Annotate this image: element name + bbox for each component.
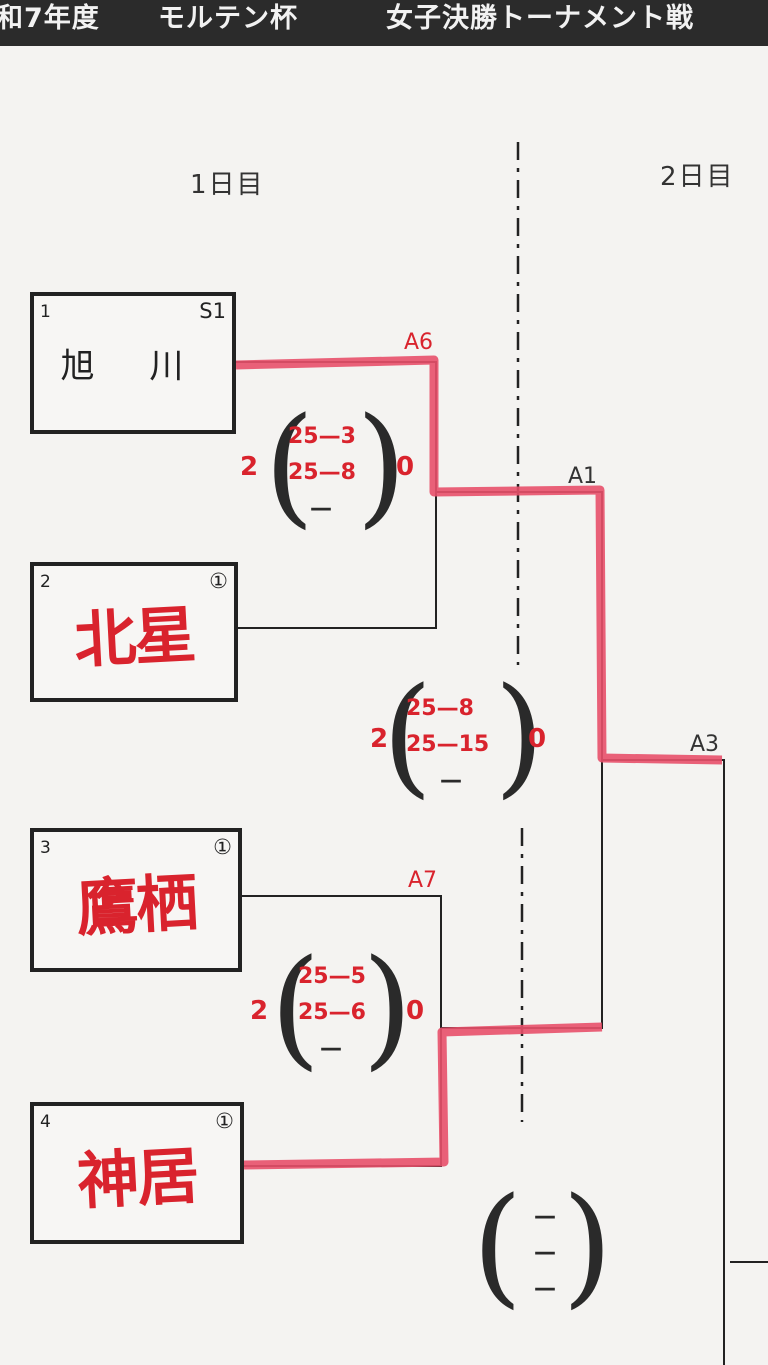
sets-won: 2: [240, 452, 259, 482]
set-score-1: 25—3: [288, 424, 356, 449]
sets-lost: 0: [396, 452, 415, 482]
set-score-2: —: [534, 1240, 556, 1265]
set-score-1: 25—5: [298, 964, 366, 989]
title-bar: 和7年度 モルテン杯 女子決勝トーナメント戦: [0, 0, 768, 46]
team-seed: ①: [215, 1109, 234, 1133]
title-event: 女子決勝トーナメント戦: [386, 3, 694, 34]
bracket-close: ): [356, 389, 407, 541]
match-label-a7: A7: [408, 868, 438, 893]
team-seed: ①: [209, 569, 228, 593]
team-name: 北星: [72, 597, 197, 678]
match-label-a1: A1: [568, 464, 598, 489]
set-score-2: 25—6: [298, 1000, 366, 1025]
set-score-3: —: [310, 496, 332, 521]
match-label-a6: A6: [404, 330, 434, 355]
set-score-3: —: [534, 1276, 556, 1301]
sets-lost: 0: [406, 996, 425, 1026]
score-next: ( ) — — —: [470, 1180, 620, 1316]
title-cup: モルテン杯: [158, 3, 298, 34]
sets-won: 2: [250, 996, 269, 1026]
bracket-open: (: [472, 1169, 523, 1321]
team-number: 1: [40, 302, 51, 322]
team-name: 旭 川: [60, 346, 206, 387]
set-score-1: —: [534, 1204, 556, 1229]
set-score-2: 25—8: [288, 460, 356, 485]
team-box-4: 4 ① 神居: [30, 1102, 244, 1244]
score-a7: ( ) 2 25—5 25—6 — 0: [246, 942, 426, 1080]
day1-label: 1日目: [190, 170, 265, 200]
day2-label: 2日目: [660, 162, 735, 192]
score-a6: ( ) 2 25—3 25—8 — 0: [238, 400, 418, 540]
team-seed: ①: [213, 835, 232, 859]
set-score-1: 25—8: [406, 696, 474, 721]
bracket-open: (: [382, 659, 433, 811]
bracket-close: ): [494, 659, 545, 811]
set-score-2: 25—15: [406, 732, 490, 757]
match-label-a3: A3: [690, 732, 720, 757]
bracket-close: ): [562, 1169, 613, 1321]
team-number: 2: [40, 572, 51, 592]
sets-lost: 0: [528, 724, 547, 754]
bracket-close: ): [362, 931, 413, 1083]
team-seed: S1: [199, 299, 226, 323]
team-name: 鷹栖: [74, 865, 199, 946]
set-score-3: —: [440, 768, 462, 793]
team-box-3: 3 ① 鷹栖: [30, 828, 242, 972]
score-a1: ( ) 2 25—8 25—15 — 0: [368, 670, 558, 810]
set-score-3: —: [320, 1036, 342, 1061]
team-number: 4: [40, 1112, 51, 1132]
bracket-open: (: [270, 931, 321, 1083]
bracket-open: (: [264, 389, 315, 541]
sets-won: 2: [370, 724, 389, 754]
win-path-asahikawa: [235, 355, 723, 765]
team-box-1: 1 S1 旭 川: [30, 292, 236, 434]
bracket-a3: [602, 759, 725, 1365]
team-number: 3: [40, 838, 51, 858]
team-box-2: 2 ① 北星: [30, 562, 238, 702]
win-path-kamui: [243, 1022, 603, 1170]
title-year: 和7年度: [0, 3, 100, 34]
team-name: 神居: [75, 1138, 200, 1219]
